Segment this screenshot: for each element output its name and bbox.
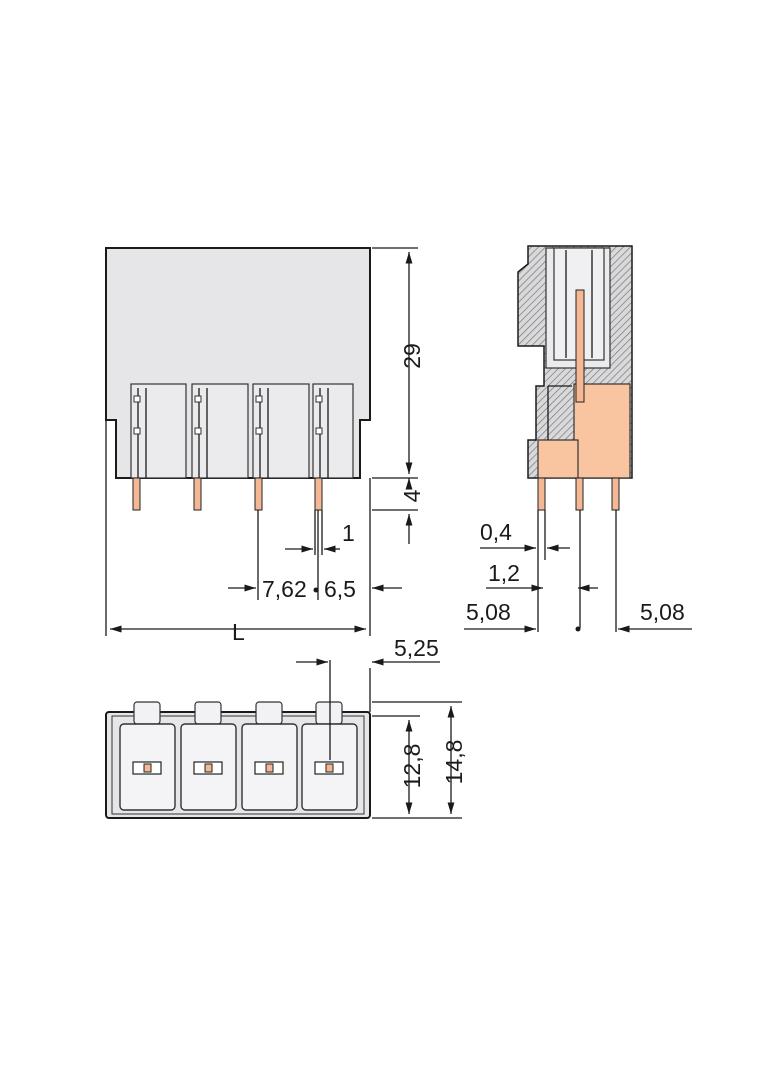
dim-pin-length: 4 bbox=[372, 478, 425, 544]
dim-pitch: 7,62 6,5 bbox=[228, 478, 402, 636]
dim-length-label: L bbox=[232, 619, 245, 645]
front-slots bbox=[130, 383, 354, 479]
side-view bbox=[517, 245, 633, 511]
dim-outer-height-label: 14,8 bbox=[441, 740, 467, 785]
dim-height-label: 29 bbox=[399, 343, 425, 369]
dim-edge-offset-label: 6,5 bbox=[324, 576, 356, 602]
dim-pin-offset-label: 1,2 bbox=[488, 560, 520, 586]
dim-pin-length-label: 4 bbox=[399, 489, 425, 502]
dim-bottom: 5,25 12,8 14,8 bbox=[296, 635, 467, 819]
dim-inner-height-label: 12,8 bbox=[399, 744, 425, 789]
dim-height: 29 bbox=[372, 247, 425, 479]
dim-row-right-label: 5,08 bbox=[640, 599, 685, 625]
front-view bbox=[105, 247, 371, 511]
dim-side: 0,4 1,2 5,08 5,08 bbox=[464, 510, 692, 633]
bottom-pin-pads bbox=[132, 761, 344, 775]
dim-bottom-offset-label: 5,25 bbox=[394, 635, 439, 661]
dim-row-left-label: 5,08 bbox=[466, 599, 511, 625]
front-pins bbox=[132, 477, 323, 511]
dim-pin-width-label: 1 bbox=[342, 520, 355, 546]
side-pin-left bbox=[537, 477, 546, 511]
side-pin-right bbox=[611, 477, 620, 511]
dim-length: L bbox=[105, 420, 366, 645]
side-pin-mid bbox=[575, 477, 584, 511]
dim-pin-thickness-label: 0,4 bbox=[480, 519, 512, 545]
bottom-view bbox=[105, 701, 371, 819]
dim-pitch-label: 7,62 bbox=[262, 576, 307, 602]
dim-pin-width: 1 bbox=[285, 510, 355, 555]
bottom-latches bbox=[133, 701, 343, 725]
